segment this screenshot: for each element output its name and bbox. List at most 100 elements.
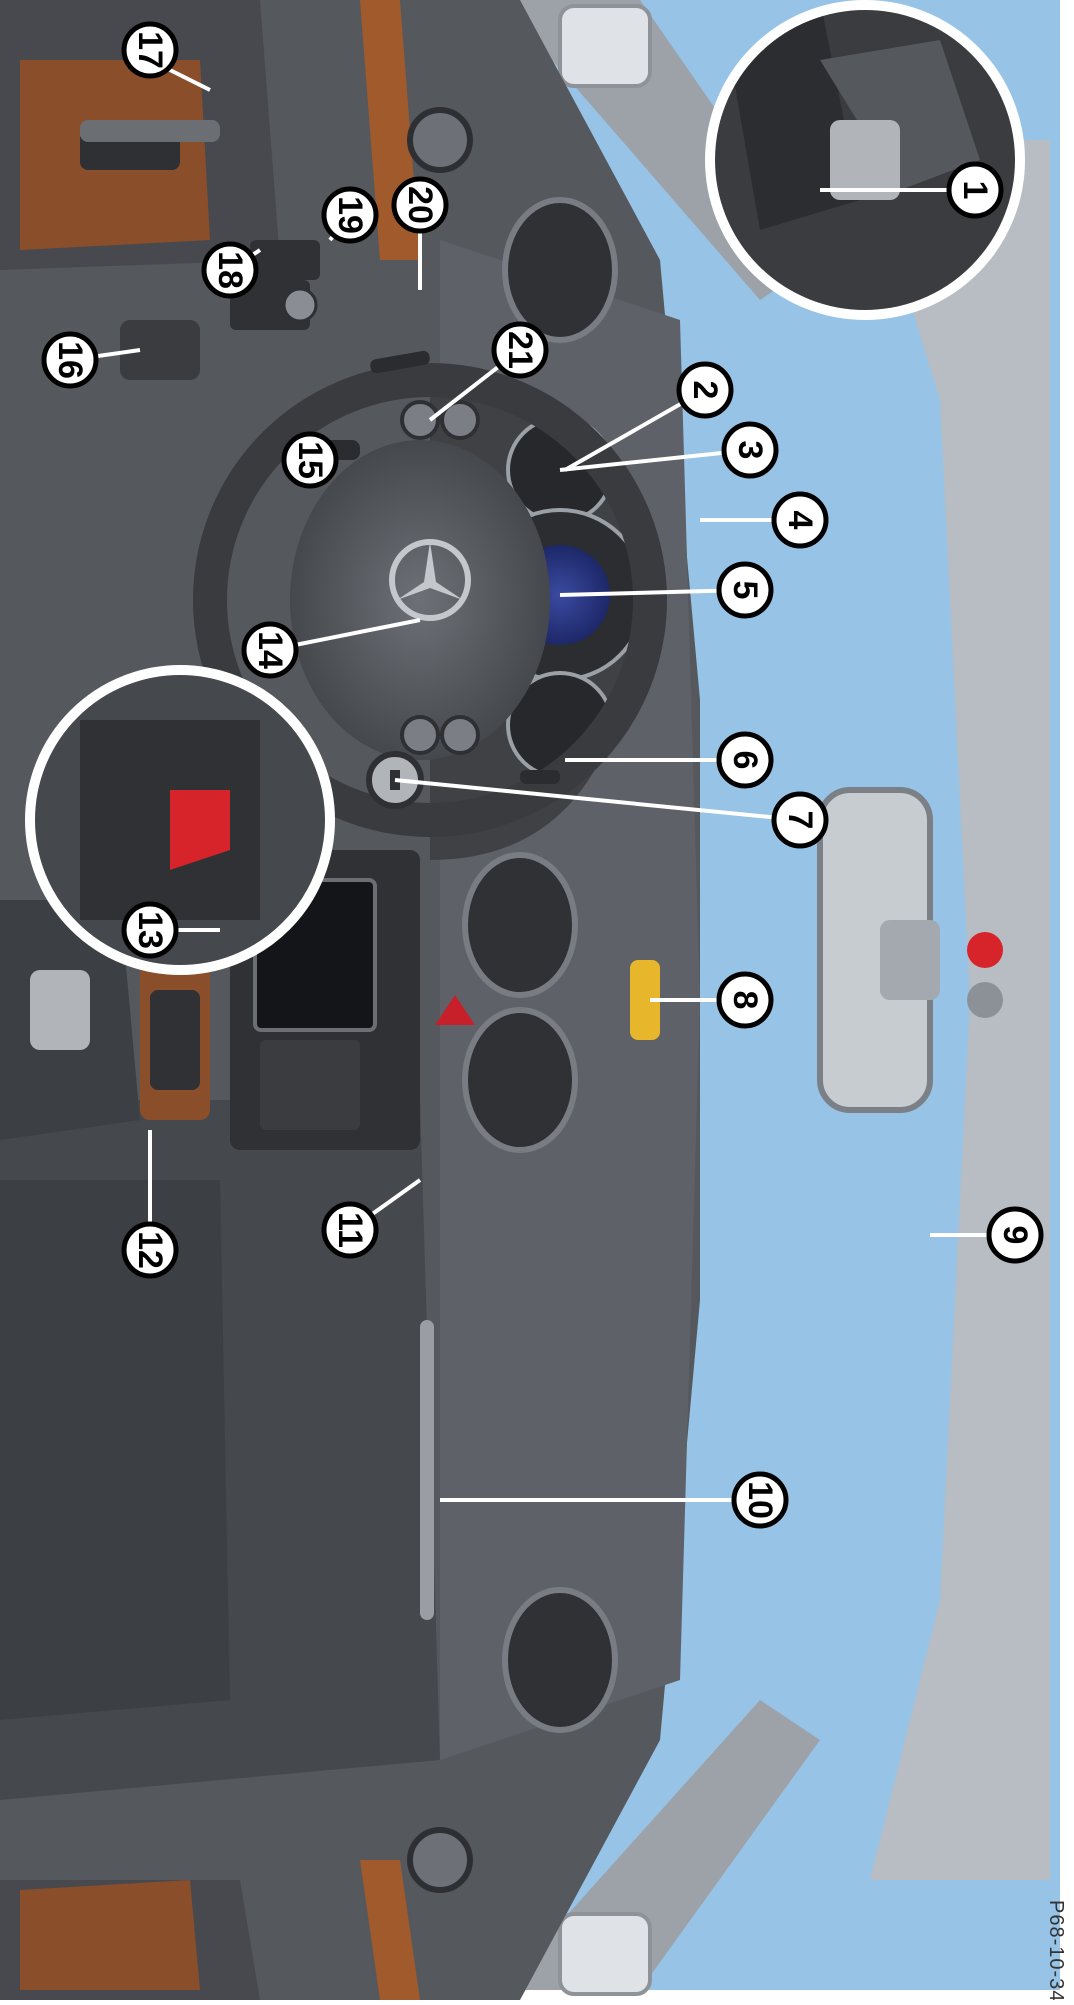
callout-label: 5 xyxy=(726,581,764,600)
mercedes-star-icon xyxy=(397,542,463,600)
wheel-button-right-upper xyxy=(400,715,440,755)
steering-wheel-hub xyxy=(290,440,550,760)
callout-label: 4 xyxy=(781,511,819,530)
callout-label: 18 xyxy=(211,251,249,289)
callout-label: 1 xyxy=(956,181,994,200)
callout-circle xyxy=(391,176,449,234)
callout-15: 15 xyxy=(281,431,339,489)
callout-label: 11 xyxy=(331,1212,369,1248)
audio-keypad xyxy=(260,1040,360,1130)
callout-circle xyxy=(491,321,549,379)
callout-label: 10 xyxy=(741,1481,779,1519)
combination-switch-stalk xyxy=(370,350,430,374)
callout-circle xyxy=(281,431,339,489)
sos-button xyxy=(967,932,1003,968)
callout-circle xyxy=(731,1471,789,1529)
callout-12: 12 xyxy=(121,1221,179,1279)
wheel-button-left-upper xyxy=(400,400,440,440)
callout-1: 1 xyxy=(946,161,1004,219)
callout-label: 12 xyxy=(131,1231,169,1269)
callout-8: 8 xyxy=(716,971,774,1029)
selector-lever xyxy=(30,970,90,1050)
callout-circle xyxy=(121,21,179,79)
callout-label: 8 xyxy=(726,991,764,1010)
center-vent-right xyxy=(462,1007,578,1153)
callout-21: 21 xyxy=(491,321,549,379)
door-panel-switches xyxy=(80,120,220,142)
inset-detail-release xyxy=(30,670,330,970)
callout-circle xyxy=(771,491,829,549)
glovebox-area xyxy=(0,1180,230,1720)
instrument-lighting-control xyxy=(250,240,320,280)
callout-label: 9 xyxy=(996,1226,1034,1245)
steering-wheel-rim xyxy=(193,363,667,837)
wheel-button-right-lower xyxy=(440,715,480,755)
air-vent-left xyxy=(502,197,618,343)
gear-selector-stalk xyxy=(520,770,560,784)
wood-trim-door-right xyxy=(20,1880,200,1990)
side-mirror-right xyxy=(558,1912,652,1996)
overhead-control-panel xyxy=(880,920,940,1000)
callout-label: 19 xyxy=(331,196,369,234)
glovebox-handle xyxy=(420,1320,434,1620)
callout-label: 21 xyxy=(501,331,539,369)
windshield-sky xyxy=(500,0,1060,1990)
callout-circle xyxy=(716,971,774,1029)
callout-19: 19 xyxy=(321,186,379,244)
callout-circle xyxy=(321,1201,379,1259)
callout-18: 18 xyxy=(201,241,259,299)
hood-release-handle xyxy=(120,320,200,380)
center-vent-left xyxy=(462,852,578,998)
callout-circle xyxy=(721,421,779,479)
headliner-trim xyxy=(860,140,1050,1880)
callout-circle xyxy=(121,1221,179,1279)
climate-control-panel xyxy=(150,990,200,1090)
wheel-button-left-lower xyxy=(440,400,480,440)
callout-7: 7 xyxy=(771,791,829,849)
air-vent-right xyxy=(502,1587,618,1733)
callout-circle xyxy=(946,161,1004,219)
callout-10: 10 xyxy=(731,1471,789,1529)
passenger-airbag-indicator xyxy=(630,960,660,1040)
callout-circle xyxy=(41,331,99,389)
callout-14: 14 xyxy=(241,621,299,679)
callout-6: 6 xyxy=(716,731,774,789)
overhead-button xyxy=(967,982,1003,1018)
callout-circle xyxy=(716,561,774,619)
callout-3: 3 xyxy=(721,421,779,479)
callout-9: 9 xyxy=(986,1206,1044,1264)
inset-border-bottom xyxy=(25,665,335,975)
callout-label: 13 xyxy=(131,911,169,949)
callout-5: 5 xyxy=(716,561,774,619)
callout-4: 4 xyxy=(771,491,829,549)
callout-circle xyxy=(321,186,379,244)
inset-border-top xyxy=(705,0,1025,320)
callout-17: 17 xyxy=(121,21,179,79)
callout-label: 20 xyxy=(401,186,439,224)
callout-circle xyxy=(201,241,259,299)
callout-circle xyxy=(771,791,829,849)
callout-label: 16 xyxy=(51,341,89,379)
callout-16: 16 xyxy=(41,331,99,389)
callout-label: 7 xyxy=(781,811,819,830)
door-lock-knob-right xyxy=(407,1827,473,1893)
callout-label: 14 xyxy=(251,631,289,669)
inset-detail-lever xyxy=(710,5,1020,315)
callout-circle xyxy=(121,901,179,959)
callout-circle xyxy=(676,361,734,419)
callout-label: 2 xyxy=(686,381,724,400)
callout-label: 3 xyxy=(731,441,769,460)
callout-11: 11 xyxy=(321,1201,379,1259)
callout-circle xyxy=(986,1206,1044,1264)
light-switch xyxy=(282,287,318,323)
callout-13: 13 xyxy=(121,901,179,959)
callout-circle xyxy=(241,621,299,679)
callout-label: 6 xyxy=(726,751,764,770)
reference-code: P68-10-3452-31 xyxy=(1045,1900,1067,2000)
callout-2: 2 xyxy=(676,361,734,419)
callout-circle xyxy=(716,731,774,789)
callout-label: 17 xyxy=(131,31,169,69)
